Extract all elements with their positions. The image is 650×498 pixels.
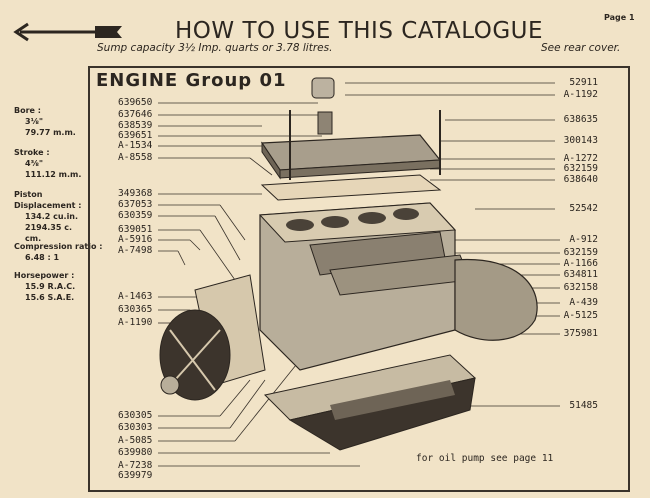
- spec-value: 4⅜": [25, 159, 44, 168]
- part-number: 632159: [563, 247, 598, 258]
- spec-value: 111.12 m.m.: [25, 170, 82, 179]
- part-number: A-1534: [118, 140, 153, 151]
- part-number: 637646: [118, 109, 153, 120]
- page-number: Page 1: [604, 13, 635, 22]
- part-number: 639051: [118, 224, 153, 235]
- part-number: 639980: [118, 447, 153, 458]
- part-number: A-8558: [118, 152, 153, 163]
- part-number: 52911: [569, 77, 598, 88]
- part-number: A-5916: [118, 234, 153, 245]
- part-number: 300143: [563, 135, 598, 146]
- part-number: 630303: [118, 422, 153, 433]
- part-number: A-7498: [118, 245, 153, 256]
- spec-value: 3⅛": [25, 117, 44, 126]
- spec-value: 6.48 : 1: [25, 253, 60, 262]
- part-number: 375981: [563, 328, 598, 339]
- spec-bore: Bore : 3⅛" 79.77 m.m.: [14, 105, 76, 138]
- spec-displacement: Piston Displacement : 134.2 cu.in. 2194.…: [14, 189, 84, 244]
- part-number: A-1192: [563, 89, 598, 100]
- part-number: 634811: [563, 269, 598, 280]
- spec-label: Piston Displacement :: [14, 190, 82, 210]
- part-number: A-5125: [563, 310, 598, 321]
- spec-value: 15.6 S.A.E.: [25, 293, 75, 302]
- part-number: 637053: [118, 199, 153, 210]
- spec-value: 134.2 cu.in.: [25, 212, 79, 221]
- spec-label: Stroke :: [14, 148, 50, 157]
- part-number: A-1463: [118, 291, 153, 302]
- part-number: 630359: [118, 210, 153, 221]
- part-number: 632159: [563, 163, 598, 174]
- group-title: ENGINE Group 01: [96, 70, 287, 91]
- part-number: 639650: [118, 97, 153, 108]
- part-number: A-439: [569, 297, 598, 308]
- part-number: A-5085: [118, 435, 153, 446]
- part-number: 639979: [118, 470, 153, 481]
- spec-value: 79.77 m.m.: [25, 128, 76, 137]
- page-title: HOW TO USE THIS CATALOGUE: [175, 18, 544, 44]
- sump-capacity: Sump capacity 3½ Imp. quarts or 3.78 lit…: [97, 42, 333, 54]
- spec-compression: Compression ratio : 6.48 : 1: [14, 241, 102, 263]
- spec-value: 2194.35 c. cm.: [25, 223, 73, 243]
- part-number: 630365: [118, 304, 153, 315]
- part-number: 630305: [118, 410, 153, 421]
- spec-stroke: Stroke : 4⅜" 111.12 m.m.: [14, 147, 81, 180]
- part-number: 632158: [563, 282, 598, 293]
- part-number: A-1272: [563, 153, 598, 164]
- spec-label: Bore :: [14, 106, 41, 115]
- part-number: 638640: [563, 174, 598, 185]
- part-number: 51485: [569, 400, 598, 411]
- part-number: 638635: [563, 114, 598, 125]
- part-number: A-7238: [118, 460, 153, 471]
- spec-label: Horsepower :: [14, 271, 75, 280]
- part-number: 52542: [569, 203, 598, 214]
- part-number: A-1190: [118, 317, 153, 328]
- part-number: A-1166: [563, 258, 598, 269]
- oil-pump-note: for oil pump see page 11: [416, 453, 554, 464]
- part-number: 639651: [118, 130, 153, 141]
- part-number: 638539: [118, 120, 153, 131]
- spec-horsepower: Horsepower : 15.9 R.A.C. 15.6 S.A.E.: [14, 270, 75, 303]
- rear-cover-note: See rear cover.: [541, 42, 621, 54]
- part-number: 349368: [118, 188, 153, 199]
- part-number: A-912: [569, 234, 598, 245]
- spec-value: 15.9 R.A.C.: [25, 282, 76, 291]
- spec-label: Compression ratio :: [14, 242, 103, 251]
- diagram-frame: [88, 66, 630, 492]
